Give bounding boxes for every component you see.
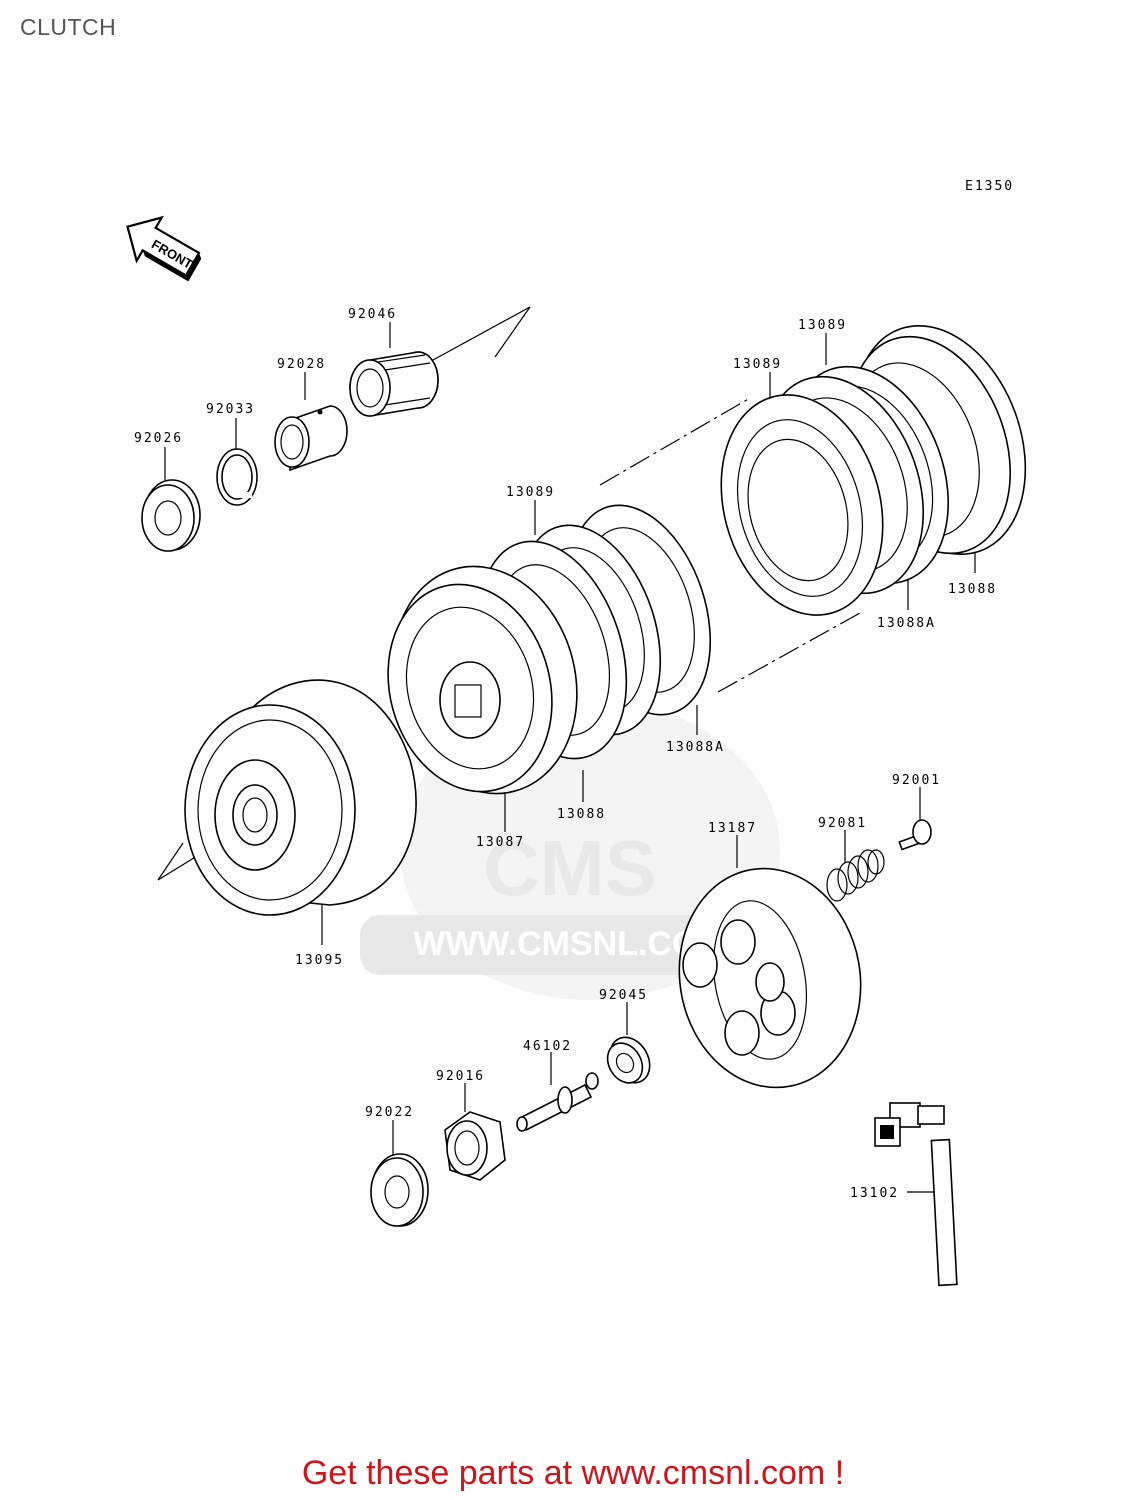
part-label[interactable]: 13089 — [506, 485, 555, 500]
part-label[interactable]: 13088 — [948, 582, 997, 597]
leader-lines — [157, 306, 976, 1193]
collar-sleeve-icon — [274, 405, 348, 472]
steel-plate-icon — [720, 394, 884, 616]
svg-text:CMS: CMS — [483, 824, 656, 912]
release-shaft-icon — [874, 1102, 958, 1287]
part-label[interactable]: 92026 — [134, 431, 183, 446]
part-label[interactable]: 13187 — [708, 821, 757, 836]
bolt-icon — [898, 819, 932, 851]
part-label[interactable]: 92046 — [348, 307, 397, 322]
washer-icon — [370, 1153, 429, 1227]
footer-link[interactable]: Get these parts at www.cmsnl.com ! — [301, 1454, 845, 1492]
part-label[interactable]: 92081 — [818, 816, 867, 831]
part-label[interactable]: 13087 — [476, 835, 525, 850]
watermark-text: WWW.CMSNL.COM — [413, 925, 727, 963]
part-label[interactable]: 92045 — [599, 988, 648, 1003]
part-label[interactable]: 13088 — [557, 807, 606, 822]
part-label[interactable]: 13089 — [798, 318, 847, 333]
part-label[interactable]: 92001 — [892, 773, 941, 788]
part-label[interactable]: 92028 — [277, 357, 326, 372]
thrust-washer-icon — [141, 479, 201, 552]
needle-bearing-icon — [349, 351, 439, 417]
part-label[interactable]: 92033 — [206, 402, 255, 417]
part-label[interactable]: 92016 — [436, 1069, 485, 1084]
ball-bearing-icon — [606, 1036, 651, 1084]
part-label[interactable]: 13102 — [850, 1186, 899, 1201]
clutch-housing-icon — [184, 679, 417, 916]
page-title: CLUTCH — [20, 14, 117, 40]
hex-nut-icon — [444, 1111, 506, 1181]
part-label[interactable]: 46102 — [523, 1039, 572, 1054]
part-label[interactable]: 13089 — [733, 357, 782, 372]
circlip-icon — [216, 448, 258, 506]
part-label[interactable]: 13095 — [295, 953, 344, 968]
front-arrow-icon: FRONT — [126, 215, 202, 282]
clutch-hub-icon — [387, 565, 578, 795]
part-labels: 92046 92028 92033 92026 13089 13089 1308… — [134, 307, 997, 1201]
part-label[interactable]: 13088A — [877, 616, 936, 631]
clutch-spring-icon — [826, 849, 885, 902]
part-label[interactable]: 13088A — [666, 740, 725, 755]
part-label[interactable]: 92022 — [365, 1105, 414, 1120]
pressure-plate-icon — [678, 867, 862, 1089]
diagram-code: E1350 — [965, 179, 1014, 194]
push-rod-icon — [516, 1072, 599, 1132]
